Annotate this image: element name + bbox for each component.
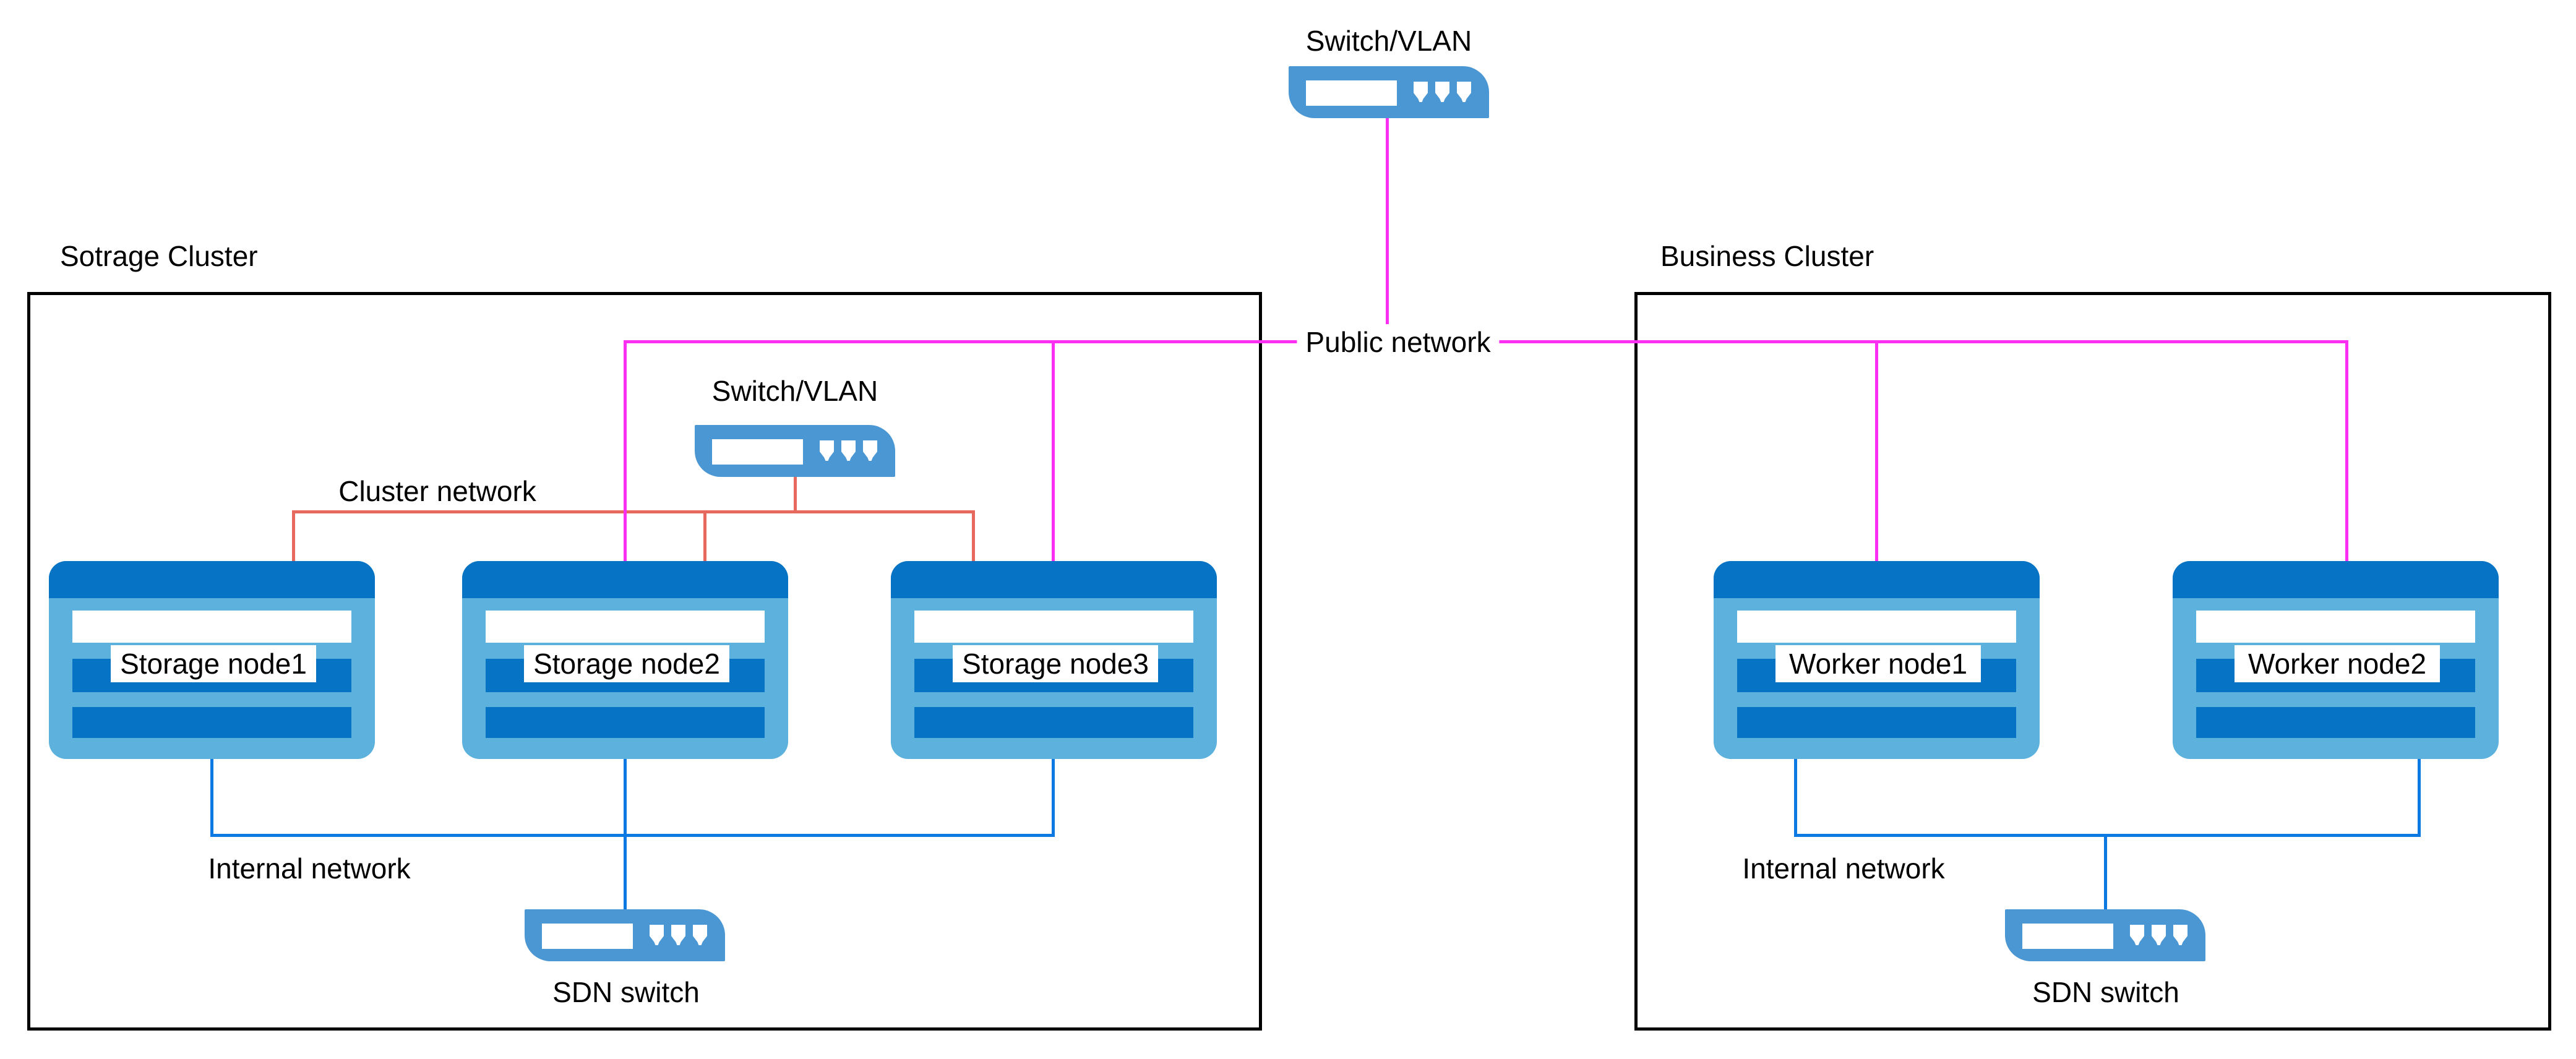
internal-drop-node1 [210, 759, 213, 834]
node-label: Storage node2 [524, 645, 729, 682]
public-top-switch-drop [1386, 118, 1389, 341]
switch-port-icon [863, 440, 877, 461]
internal-node2-to-sdn [624, 759, 627, 909]
switch-screen [2022, 924, 2113, 949]
storage-switch-label: Switch/VLAN [711, 375, 878, 407]
public-drop-storage-node3 [1052, 343, 1055, 561]
server-band [2196, 611, 2475, 643]
switch-port-icon [671, 925, 685, 945]
switch-port-icon [2130, 925, 2144, 945]
internal-drop-node3 [1052, 759, 1055, 834]
server-top-bar [49, 561, 375, 598]
sdn-switch-icon-storage [525, 909, 725, 961]
cluster-network-drop-node2 [703, 513, 706, 561]
business-cluster-box [1634, 292, 2551, 1031]
internal-network-label-business: Internal network [1742, 852, 1945, 885]
switch-vlan-icon-storage [695, 425, 895, 477]
switch-port-icon [650, 925, 664, 945]
cluster-network-label: Cluster network [338, 475, 536, 507]
switch-port-icon [1414, 82, 1428, 102]
business-cluster-title: Business Cluster [1660, 240, 1874, 272]
server-band [486, 611, 765, 643]
sdn-switch-label-storage: SDN switch [552, 976, 700, 1008]
node-label: Worker node2 [2235, 645, 2440, 682]
public-drop-worker-node2 [2345, 343, 2348, 561]
switch-port-icon [1457, 82, 1471, 102]
server-top-bar [891, 561, 1217, 598]
storage-cluster-title: Sotrage Cluster [60, 240, 258, 272]
server-band [914, 611, 1193, 643]
switch-port-icon [820, 440, 834, 461]
node-label: Storage node1 [111, 645, 316, 682]
switch-port-icon [1435, 82, 1449, 102]
internal-network-label-storage: Internal network [208, 852, 411, 885]
server-band [72, 611, 351, 643]
switch-screen [1306, 80, 1397, 106]
sdn-switch-icon-business [2005, 909, 2205, 961]
server-stripe [1737, 707, 2016, 738]
switch-port-icon [841, 440, 856, 461]
server-stripe [486, 707, 765, 738]
server-stripe [914, 707, 1193, 738]
server-band [1737, 611, 2016, 643]
internal-sdn-drop-business [2104, 837, 2107, 909]
cluster-network-drop-node3 [972, 513, 975, 561]
public-network-label: Public network [1297, 324, 1500, 360]
switch-port-icon [2152, 925, 2166, 945]
server-stripe [2196, 707, 2475, 738]
storage-node-1-icon: Storage node1 [49, 561, 375, 759]
server-top-bar [1714, 561, 2040, 598]
switch-screen [542, 924, 633, 949]
switch-screen [712, 439, 803, 465]
storage-node-2-icon: Storage node2 [462, 561, 788, 759]
server-top-bar [2173, 561, 2499, 598]
switch-port-icon [693, 925, 707, 945]
public-drop-storage-node2 [624, 343, 627, 561]
internal-drop-worker1 [1794, 759, 1797, 834]
internal-network-bus-business [1794, 834, 2421, 837]
storage-node-3-icon: Storage node3 [891, 561, 1217, 759]
worker-node-2-icon: Worker node2 [2173, 561, 2499, 759]
switch-vlan-icon-top [1289, 66, 1489, 118]
storage-cluster-box [27, 292, 1262, 1031]
node-label: Worker node1 [1775, 645, 1981, 682]
public-drop-worker-node1 [1875, 343, 1878, 561]
server-stripe [72, 707, 351, 738]
worker-node-1-icon: Worker node1 [1714, 561, 2040, 759]
switch-port-icon [2173, 925, 2187, 945]
internal-drop-worker2 [2418, 759, 2421, 834]
internal-network-bus-storage [210, 834, 1055, 837]
node-label: Storage node3 [953, 645, 1158, 682]
cluster-network-switch-riser [794, 477, 797, 510]
cluster-network-bus-line [292, 510, 975, 513]
server-top-bar [462, 561, 788, 598]
cluster-network-drop-node1 [292, 513, 295, 561]
sdn-switch-label-business: SDN switch [2032, 976, 2179, 1008]
top-switch-label: Switch/VLAN [1305, 25, 1472, 57]
